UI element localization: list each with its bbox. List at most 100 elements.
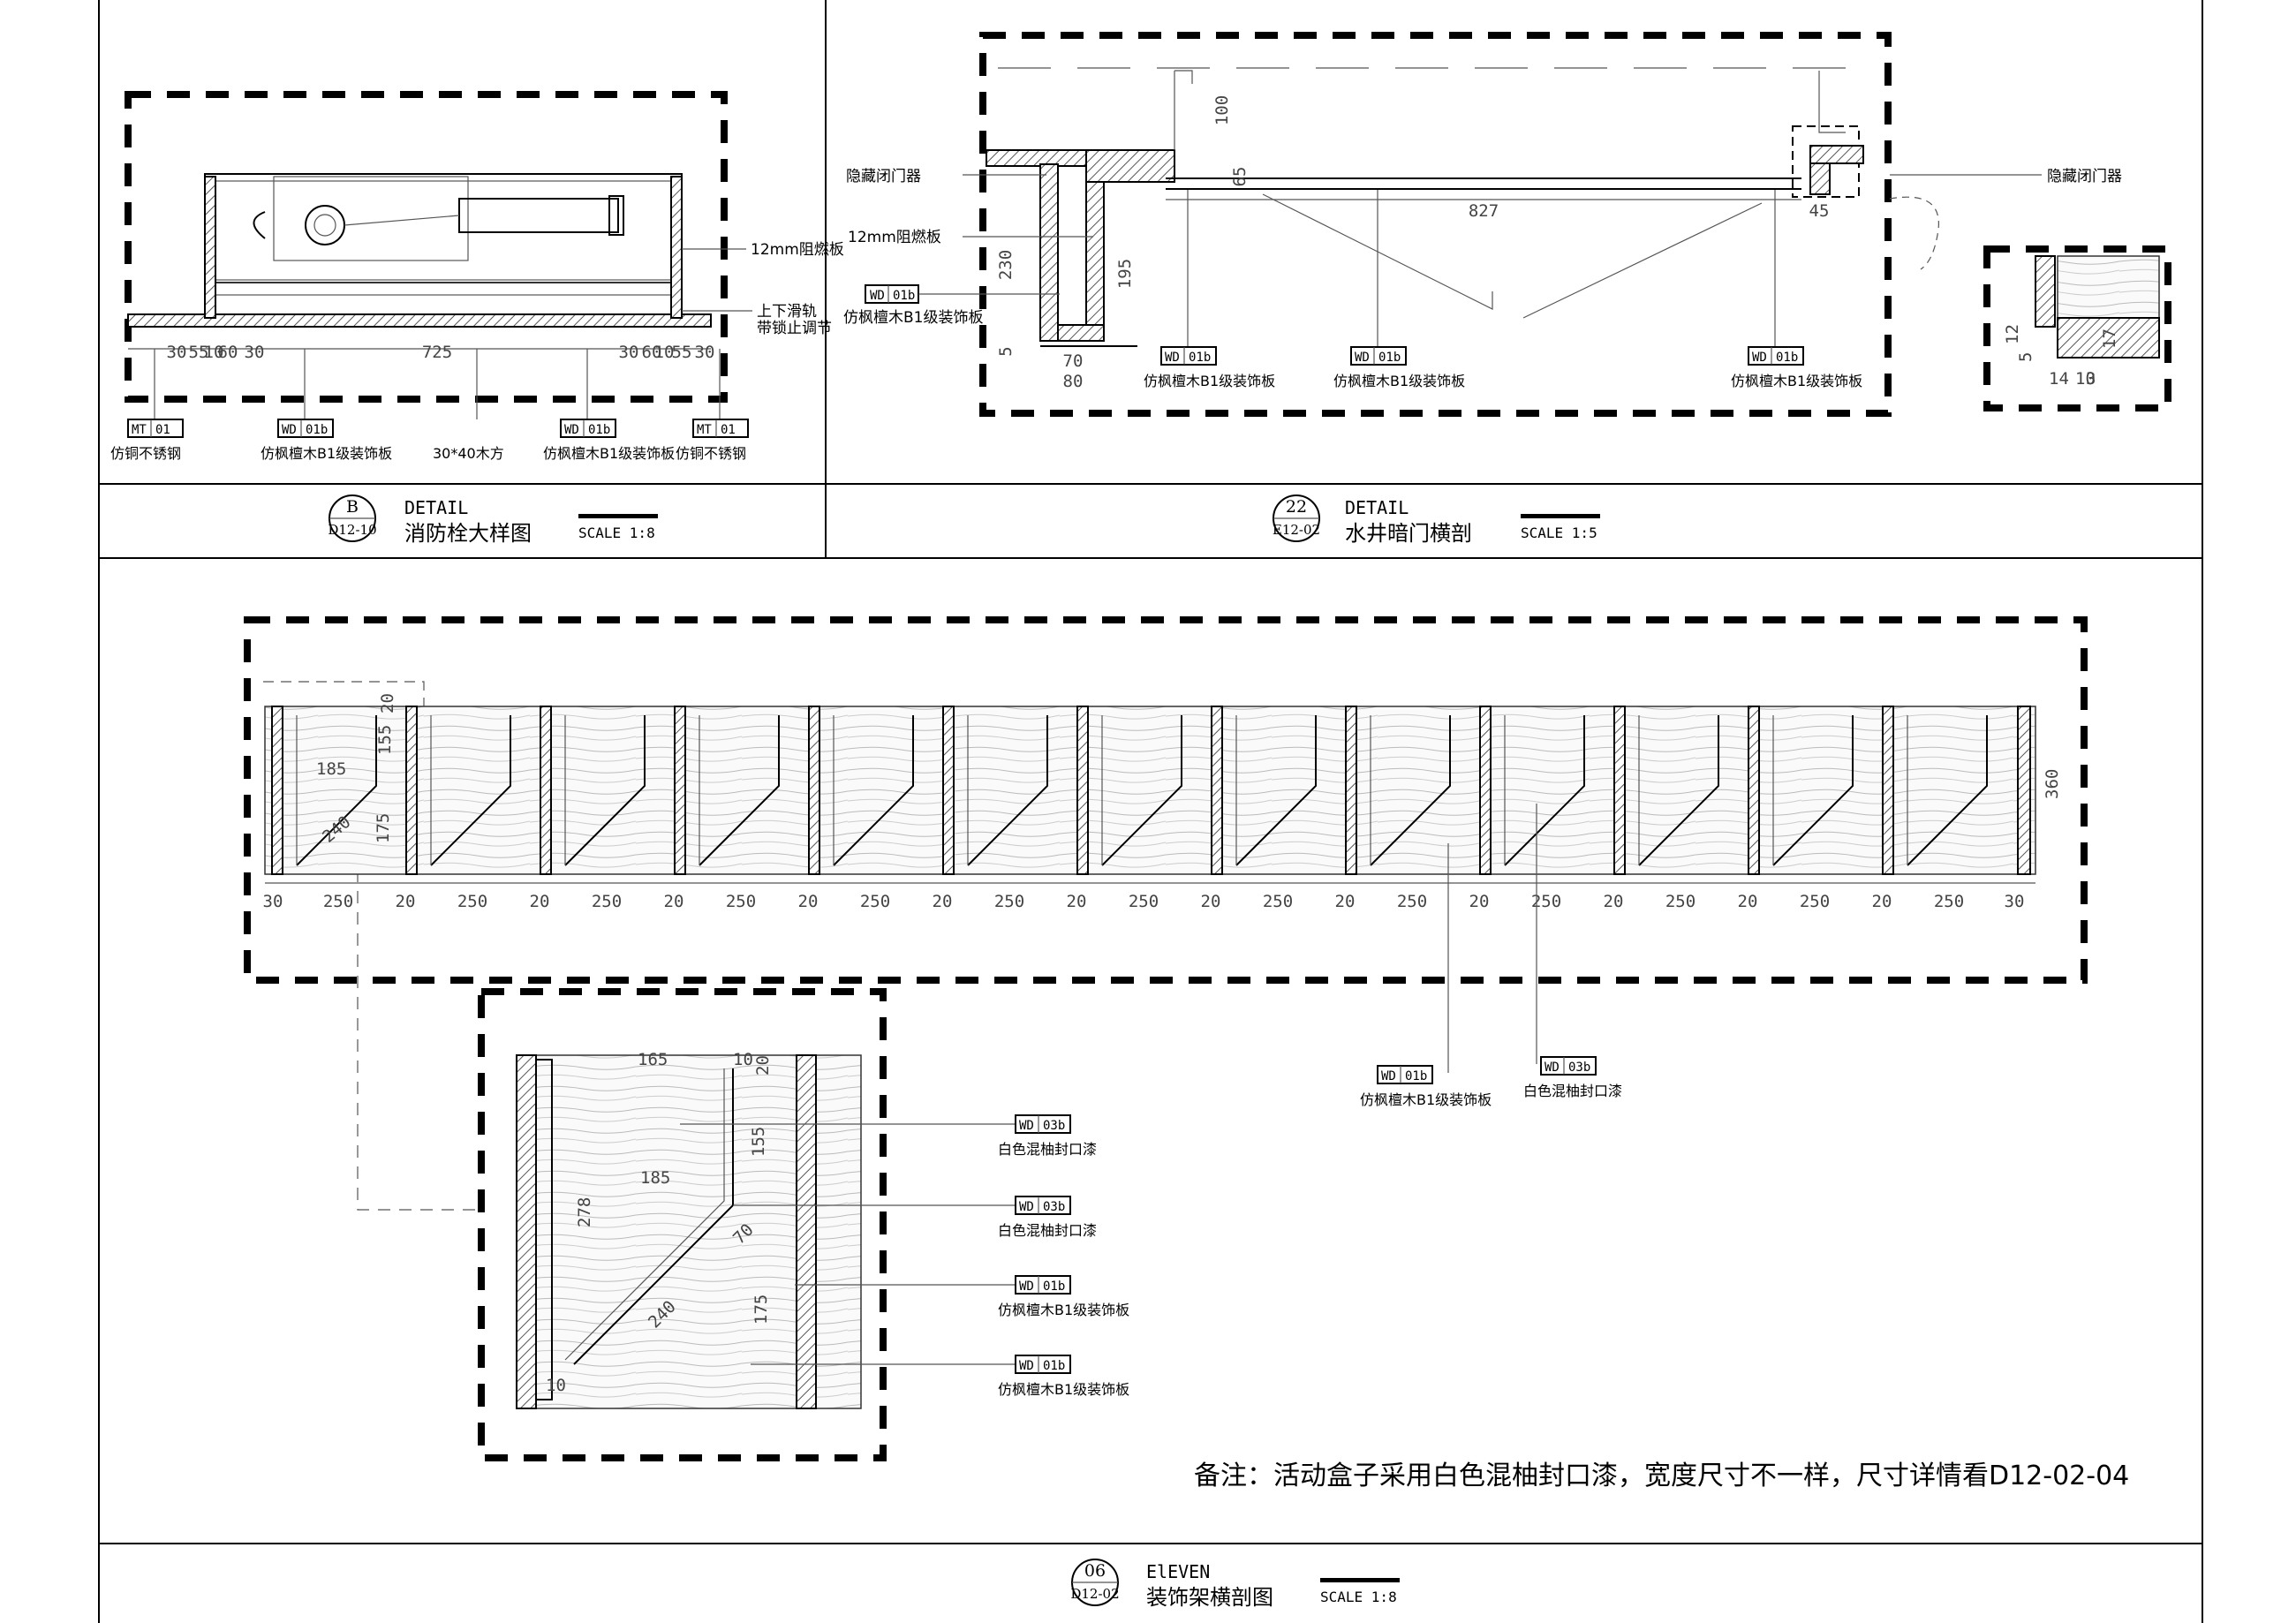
detail-b-tag-0-code: MT — [132, 423, 147, 437]
detail-06-zoom-tag-2-code: WD — [1019, 1280, 1034, 1294]
detail-06-zoom-dim: 185 — [640, 1168, 670, 1188]
detail-b-note-3: 带锁止调节 — [757, 320, 832, 337]
detail-22-title-block: 22 E12-02 DETAIL 水井暗门横剖 SCALE 1:5 — [1273, 494, 1600, 546]
detail-06-title-block: 06 D12-02 ElEVEN 装饰架横剖图 SCALE 1:8 — [1070, 1559, 1400, 1610]
shelf-divider — [674, 706, 686, 875]
detail-06-zoom-dim: 20 — [753, 1055, 773, 1076]
detail-06-zoom-tag-1-text: 白色混柚封口漆 — [998, 1222, 1097, 1239]
detail-22-inset-dim: 17 — [2100, 328, 2119, 349]
detail-06-zoom-dim: 175 — [751, 1295, 771, 1325]
detail-b-dim: 30 — [245, 343, 265, 362]
detail-22-inset-dim: 14 — [2049, 369, 2069, 389]
shelf-divider — [271, 706, 283, 875]
detail-b-dim: 30 — [619, 343, 639, 362]
shelf-divider — [405, 706, 418, 875]
detail-06-row-dim: 155 — [375, 725, 395, 755]
detail-22-note-right: 隐藏闭门器 — [2047, 168, 2122, 185]
detail-22-dim: 65 — [1230, 167, 1250, 187]
shelf-box-edge — [699, 715, 780, 866]
detail-06-zoom-tag-0-code: WD — [1019, 1119, 1034, 1133]
detail-06-mid-tag-0: WD 01b 仿枫檀木B1级装饰板 — [1360, 1065, 1492, 1108]
detail-06-zoom-tag-2-num: 01b — [1043, 1280, 1065, 1294]
detail-06-mid-tag-1-code: WD — [1545, 1061, 1560, 1075]
detail-b-tag-2: 30*40木方 — [433, 445, 504, 462]
detail-b-note-2: 上下滑轨 — [757, 303, 817, 321]
detail-06-main-frame — [244, 616, 2088, 984]
detail-22-dim: 45 — [1809, 201, 1830, 221]
detail-22-note-left-3: 仿枫檀木B1级装饰板 — [843, 309, 983, 327]
detail-22-frame — [979, 32, 1892, 417]
detail-22-tag-2-num: 01b — [1776, 351, 1798, 365]
detail-22-tag-1-code: WD — [1355, 351, 1370, 365]
detail-22-inset-dim: 3 — [2086, 369, 2096, 389]
detail-06-bottom-dim: 250 — [994, 892, 1024, 911]
detail-06-mid-tag-0-text: 仿枫檀木B1级装饰板 — [1360, 1091, 1492, 1108]
detail-06-row-dim: 20 — [378, 693, 397, 713]
detail-b-tag-1-num: 01b — [306, 423, 328, 437]
detail-06-mid-tag-1-num: 03b — [1568, 1061, 1590, 1075]
shelf-strip — [264, 706, 2036, 875]
detail-b-tag-1-text: 仿枫檀木B1级装饰板 — [261, 445, 392, 462]
shelf-divider — [942, 706, 955, 875]
detail-06-bottom-dim: 250 — [1263, 892, 1293, 911]
shelf-box-edge — [1235, 715, 1317, 866]
detail-22-dim: 100 — [1212, 95, 1232, 125]
detail-06-bottom-dim: 20 — [396, 892, 416, 911]
detail-06-zoom-tag-0-num: 03b — [1043, 1119, 1065, 1133]
detail-22-kind: DETAIL — [1345, 497, 1409, 518]
detail-22-tag-0-code: WD — [1165, 351, 1180, 365]
detail-22-inset-dim: 12 — [2003, 324, 2022, 344]
detail-06-mid-tag-0-code: WD — [1381, 1069, 1396, 1083]
detail-b-dim: 60 — [642, 343, 662, 362]
shelf-divider — [808, 706, 820, 875]
shelf-box-edge — [1370, 715, 1451, 866]
detail-06-kind: ElEVEN — [1146, 1561, 1210, 1582]
detail-06-zoom-dim: 10 — [546, 1376, 566, 1395]
detail-22-scale: SCALE 1:5 — [1521, 525, 1597, 541]
detail-06-zoom-tag-3-text: 仿枫檀木B1级装饰板 — [998, 1381, 1129, 1398]
detail-b-dim: 60 — [218, 343, 238, 362]
detail-22-inset-dim: 10 — [2075, 369, 2096, 389]
shelf-divider — [1882, 706, 1894, 875]
shelf-divider — [1748, 706, 1760, 875]
detail-b-title: 消防栓大样图 — [404, 521, 532, 546]
detail-b-tag-4-num: 01 — [721, 423, 736, 437]
detail-b-tag-4-code: MT — [697, 423, 712, 437]
sheet-border — [98, 0, 2203, 1623]
detail-06-mid-tag-0-num: 01b — [1405, 1069, 1427, 1083]
detail-b-dim: 30 — [167, 343, 187, 362]
detail-06-bottom-dim: 250 — [457, 892, 487, 911]
detail-b-tag-4-text: 仿铜不锈钢 — [676, 445, 746, 462]
detail-22-tag-2-text: 仿枫檀木B1级装饰板 — [1731, 373, 1862, 389]
shelf-box-edge — [296, 715, 377, 866]
detail-22-dim: 5 — [996, 346, 1016, 356]
detail-06-title: 装饰架横剖图 — [1146, 1585, 1273, 1610]
detail-06-zoom-dim: 155 — [749, 1127, 768, 1157]
detail-06-bottom-dim: 20 — [1604, 892, 1624, 911]
detail-b-tag-0-num: 01 — [155, 423, 170, 437]
detail-06-bottom-dim: 30 — [2005, 892, 2025, 911]
detail-b-dim: 55 — [672, 343, 692, 362]
detail-06-bottom-dim: 20 — [798, 892, 819, 911]
shelf-box-edge — [1638, 715, 1719, 866]
detail-b-kind: DETAIL — [404, 497, 468, 518]
detail-06-row-dim: 185 — [316, 759, 346, 779]
detail-06-bottom-dim: 30 — [263, 892, 283, 911]
shelf-divider — [1345, 706, 1357, 875]
detail-b-dim: 10 — [654, 343, 675, 362]
detail-06-bottom-dim: 250 — [1934, 892, 1964, 911]
detail-06-zoom-tag-1-num: 03b — [1043, 1200, 1065, 1214]
detail-06-right-dim: 360 — [2043, 769, 2062, 799]
shelf-box-edge — [1101, 715, 1182, 866]
detail-06-bottom-dim: 250 — [1397, 892, 1427, 911]
shelf-box-edge — [967, 715, 1048, 866]
